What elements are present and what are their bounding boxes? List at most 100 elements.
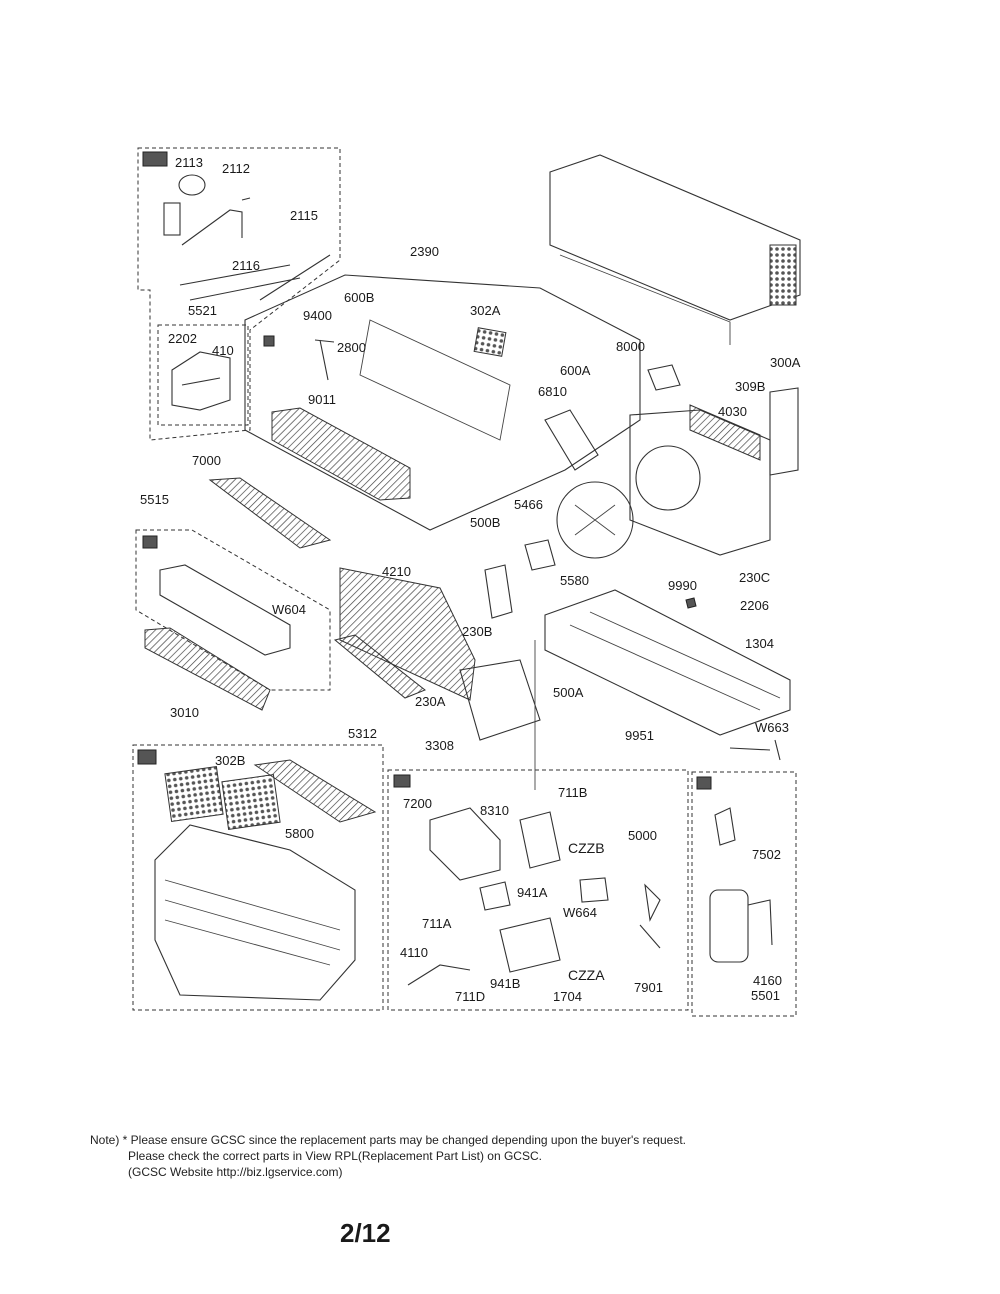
electrical-parts [393,640,661,986]
label-3010: 3010 [170,705,199,720]
blower-wheel-spokes [574,504,616,536]
front-grille-parts [137,749,377,1001]
cabinet-parts [549,154,801,476]
label-9011: 9011 [308,392,336,407]
filter-302B-left [164,766,224,822]
label-4160: 4160 [753,973,782,988]
drain-W663-part [729,739,781,761]
label-5466: 5466 [514,497,543,512]
small-clip-icon [263,335,275,347]
bracket-8000-part [647,364,681,391]
label-4210: 4210 [382,564,411,579]
cabinet-flange [559,254,731,345]
label-309B: 309B [735,379,765,394]
label-W604: W604 [272,602,306,617]
label-4030: 4030 [718,404,747,419]
label-230B: 230B [462,624,492,639]
label-8000: 8000 [616,339,645,354]
label-2390: 2390 [410,244,439,259]
label-2112: 2112 [222,161,250,176]
label-5521: 5521 [188,303,217,318]
label-5515: 5515 [140,492,169,507]
filter-302B-right [221,774,281,830]
group-box-5515 [135,529,331,691]
cabinet-top-part [549,154,801,321]
kit-badge-compressor-icon [696,776,712,790]
label-W664: W664 [563,905,597,920]
control-board-8310 [429,807,501,881]
label-W663: W663 [755,720,789,735]
label-941B: 941B [490,976,520,991]
label-2800: 2800 [337,340,366,355]
louver-5800-part [253,759,377,823]
label-9951: 9951 [625,728,654,743]
label-230C: 230C [739,570,770,585]
part-7901 [639,924,661,949]
kit-badge-electrical-icon [393,774,411,788]
part-5000 [644,883,661,922]
label-500B: 500B [470,515,500,530]
condenser-fan-orifice [635,445,701,511]
evaporator-parts [142,477,541,741]
label-5000: 5000 [628,828,657,843]
label-7502: 7502 [752,847,781,862]
cabinet-side-grille [769,244,797,306]
kit-badge-icon [142,151,168,167]
heater-kit-parts [142,151,331,411]
control-box-3308 [459,659,541,741]
part-711A [479,881,511,911]
group-box-heater-kit [137,147,341,441]
base-tray-parts [544,589,791,761]
group-box-compressor [691,771,797,1017]
label-8310: 8310 [480,803,509,818]
filter-7000-part [208,477,332,549]
label-711A: 711A [422,916,452,931]
capacitor-711B [519,811,561,869]
coil-4210-part [339,567,476,701]
label-7901: 7901 [634,980,663,995]
motor-mount-6810-part [544,409,599,471]
chassis-base-pan [244,274,641,531]
grille-3010-part [144,627,271,711]
group-box-2202 [157,324,249,426]
group-box-front-grille [132,744,384,1011]
label-CZZA: CZZA [568,967,605,983]
switch-941A [499,917,561,973]
note-line-2: Please check the correct parts in View R… [128,1149,542,1163]
clip-W664 [579,877,609,903]
page-number: 2/12 [340,1218,391,1248]
relay-part [163,202,181,236]
label-711B: 711B [558,785,587,800]
evaporator-coil-part [271,407,411,501]
label-5800: 5800 [285,826,314,841]
blower-housing-part [359,319,511,441]
compressor-parts [696,776,773,963]
screw-2800-part [314,339,335,381]
label-9400: 9400 [303,308,332,323]
replacement-parts-note: Note) * Please ensure GCSC since the rep… [90,1132,850,1180]
harness-4110 [407,964,471,986]
label-500A: 500A [553,685,584,700]
chassis-parts [244,274,641,531]
label-300A: 300A [770,355,801,370]
valve-7502 [714,807,736,846]
group-box-electrical [387,769,689,1011]
compressor-tube [747,899,773,946]
rail-5515-part [159,564,291,656]
label-9990: 9990 [668,578,697,593]
panel-309B-part [769,387,799,476]
kit-badge-grille-icon [137,749,157,765]
part-labels: 2113 2112 2115 2116 5521 2202 410 9400 6… [140,155,801,1004]
screw-9990-icon [685,597,697,609]
base-tray-9951 [544,589,791,736]
label-600B: 600B [344,290,374,305]
label-2115: 2115 [290,208,318,223]
label-230A: 230A [415,694,446,709]
heater-rods-part [179,254,331,301]
motor-500B-part [484,564,513,619]
label-2202: 2202 [168,331,197,346]
louver-230A-part [333,634,426,699]
label-1304: 1304 [745,636,774,651]
label-1704: 1704 [553,989,582,1004]
